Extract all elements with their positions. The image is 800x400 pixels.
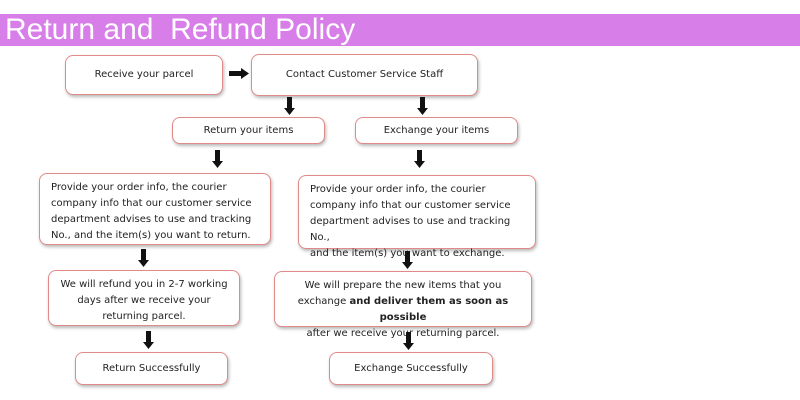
exchange-info-line: company info that our customer service [310,200,511,211]
exchange-info-line: department advises to use and tracking N… [310,216,511,243]
arrow-down-icon [143,331,154,349]
prepare-items-box: We will prepare the new items that you e… [274,271,532,339]
return-items-label: Return your items [203,124,294,136]
title-banner [0,14,800,46]
contact-staff-label: Contact Customer Service Staff [285,69,444,80]
arrow-down-icon [402,251,413,269]
refund-line: returning parcel. [102,311,186,322]
arrow-down-icon [417,97,428,115]
refund-line: days after we receive your [77,295,211,306]
exchange-info-line: and the item(s) you want to exchange. [310,248,505,259]
arrow-down-icon [284,97,295,115]
contact-staff-box: Contact Customer Service Staff [251,54,478,96]
prepare-line: exchange and deliver them as soon as pos… [281,294,525,326]
return-info-line: company info that our customer service [51,198,252,209]
refund-line: We will refund you in 2-7 working [60,279,228,290]
arrow-right-icon [229,68,249,79]
return-success-label: Return Successfully [102,362,201,374]
exchange-success-box: Exchange Successfully [329,352,493,385]
return-success-box: Return Successfully [75,352,228,385]
exchange-success-label: Exchange Successfully [354,362,468,374]
exchange-info-line: Provide your order info, the courier [310,184,486,195]
prepare-line-part-bold: and deliver them as soon as possible [349,296,509,323]
return-info-line: department advises to use and tracking [51,214,252,225]
return-info-line: Provide your order info, the courier [51,182,227,193]
return-info-line: No., and the item(s) you want to return. [51,230,251,241]
exchange-items-label: Exchange your items [383,124,490,136]
prepare-line: We will prepare the new items that you [304,280,502,291]
prepare-line-part: exchange [297,296,350,307]
exchange-items-box: Exchange your items [355,117,518,144]
receive-parcel-label: Receive your parcel [94,69,194,80]
receive-parcel-box: Receive your parcel [65,55,223,95]
refund-box: We will refund you in 2-7 working days a… [48,270,240,326]
arrow-down-icon [138,249,149,267]
return-info-box: Provide your order info, the courier com… [39,173,271,245]
arrow-down-icon [403,332,414,350]
return-items-box: Return your items [172,117,325,144]
arrow-down-icon [212,150,223,168]
prepare-line: after we receive your returning parcel. [306,328,500,339]
page-title: Return and Refund Policy [5,13,356,46]
exchange-info-box: Provide your order info, the courier com… [298,175,536,259]
arrow-down-icon [414,150,425,168]
